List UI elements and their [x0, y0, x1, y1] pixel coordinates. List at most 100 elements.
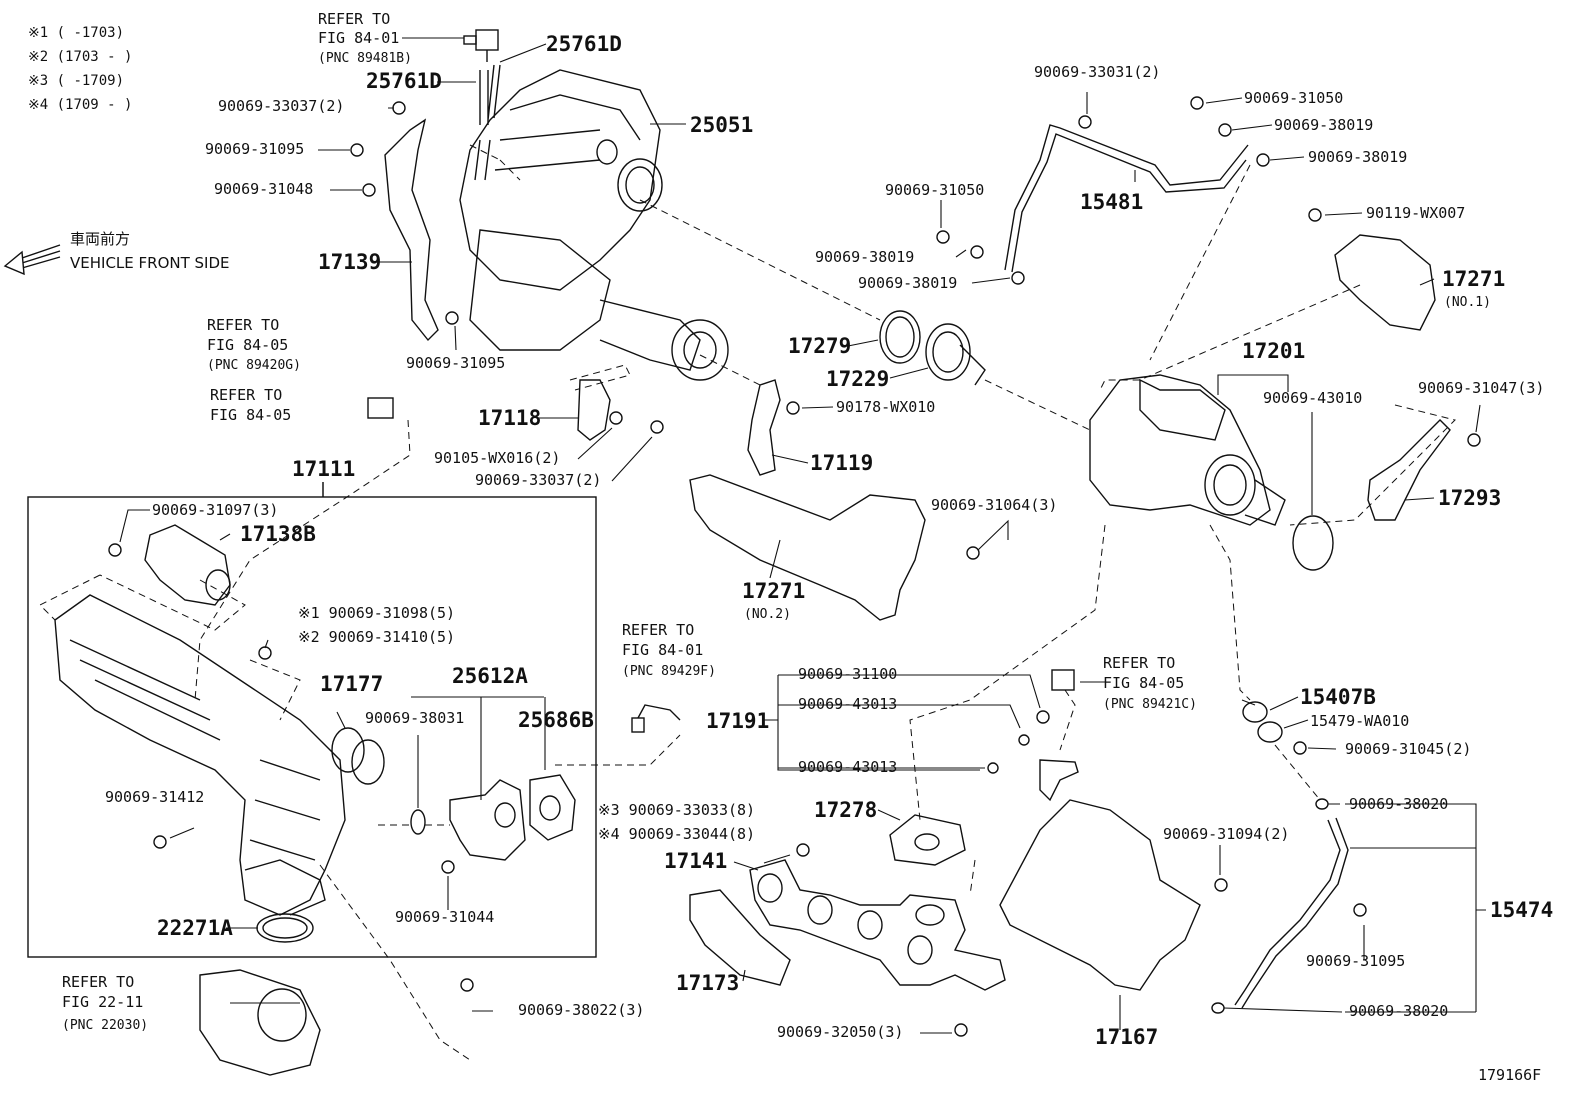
part-label-17177[interactable]: 17177 — [320, 672, 384, 696]
bolt-label-38019-c[interactable]: 90069-38019 — [815, 248, 915, 266]
part-label-17138B[interactable]: 17138B — [240, 522, 316, 546]
bolt-label-31064[interactable]: 90069-31064(3) — [931, 496, 1058, 514]
ref-84-05-b-line2[interactable]: FIG 84-05 — [210, 406, 292, 424]
hose-25761D — [479, 64, 501, 125]
bolt-label-38022[interactable]: 90069-38022(3) — [518, 1001, 645, 1019]
part-label-25761D-b[interactable]: 25761D — [366, 69, 442, 93]
part-label-17173[interactable]: 17173 — [676, 971, 740, 995]
ref-84-01-b-pnc[interactable]: (PNC 89429F) — [622, 664, 716, 679]
ref-84-01-b-line2[interactable]: FIG 84-01 — [622, 641, 704, 659]
heat-shield-17271-no2 — [689, 474, 926, 621]
bolt-label-43013-b[interactable]: 90069-43013 — [798, 758, 898, 776]
part-label-17293[interactable]: 17293 — [1438, 486, 1502, 510]
bolt-label-WX007[interactable]: 90119-WX007 — [1366, 204, 1466, 222]
bolt-label-31050-b[interactable]: 90069-31050 — [885, 181, 985, 199]
ref-84-01-b-line1[interactable]: REFER TO — [622, 621, 695, 639]
bolt-label-32050[interactable]: 90069-32050(3) — [777, 1023, 904, 1041]
bolt-label-38020-a[interactable]: 90069-38020 — [1349, 795, 1449, 813]
o-ring-43010 — [1292, 515, 1334, 571]
bolt-label-31098[interactable]: ※1 90069-31098(5) — [298, 604, 456, 622]
part-label-15407B[interactable]: 15407B — [1300, 685, 1376, 709]
bolt-label-31410[interactable]: ※2 90069-31410(5) — [298, 628, 456, 646]
part-label-22271A[interactable]: 22271A — [157, 916, 233, 940]
pipe-15481 — [1004, 124, 1249, 271]
ref-84-01-a-line2[interactable]: FIG 84-01 — [318, 29, 400, 47]
bolt-label-31094[interactable]: 90069-31094(2) — [1163, 825, 1290, 843]
part-label-17167[interactable]: 17167 — [1095, 1025, 1159, 1049]
part-label-25051[interactable]: 25051 — [690, 113, 754, 137]
bolt-label-33037-a[interactable]: 90069-33037(2) — [218, 97, 345, 115]
bolt-label-38031[interactable]: 90069-38031 — [365, 709, 465, 727]
bolt-label-43013-a[interactable]: 90069-43013 — [798, 695, 898, 713]
part-label-25686B[interactable]: 25686B — [518, 708, 594, 732]
ref-84-05-a-pnc[interactable]: (PNC 89420G) — [207, 358, 301, 373]
ref-84-05-c-pnc[interactable]: (PNC 89421C) — [1103, 697, 1197, 712]
ref-84-05-a-line2[interactable]: FIG 84-05 — [207, 336, 289, 354]
catalytic-converter-25051 — [459, 69, 729, 381]
ref-84-01-a-pnc[interactable]: (PNC 89481B) — [318, 51, 412, 66]
bolt-label-31095-a[interactable]: 90069-31095 — [205, 140, 305, 158]
legend-line-2: ※2 (1703 - ) — [28, 49, 133, 65]
throttle-body-22030 — [199, 969, 321, 1076]
legend-line-4: ※4 (1709 - ) — [28, 97, 133, 113]
part-label-17201[interactable]: 17201 — [1242, 339, 1306, 363]
bolt-label-31095-c[interactable]: 90069-31095 — [1306, 952, 1406, 970]
bolt-label-38019-b[interactable]: 90069-38019 — [1308, 148, 1408, 166]
part-label-17119[interactable]: 17119 — [810, 451, 874, 475]
sensor-17191 — [1039, 759, 1079, 802]
part-label-17271-no1[interactable]: 17271 — [1442, 267, 1506, 291]
bolt-label-31100[interactable]: 90069-31100 — [798, 665, 898, 683]
ref-22-11-line1[interactable]: REFER TO — [62, 973, 135, 991]
part-label-17229[interactable]: 17229 — [826, 367, 890, 391]
part-label-15474[interactable]: 15474 — [1490, 898, 1554, 922]
bolt-label-38020-b[interactable]: 90069-38020 — [1349, 1002, 1449, 1020]
bolt-label-43010[interactable]: 90069-43010 — [1263, 389, 1363, 407]
part-label-15481[interactable]: 15481 — [1080, 190, 1144, 214]
part-label-17191[interactable]: 17191 — [706, 709, 770, 733]
bolt-label-33031[interactable]: 90069-33031(2) — [1034, 63, 1161, 81]
bolt-label-31412[interactable]: 90069-31412 — [105, 788, 205, 806]
bolt-label-31097[interactable]: 90069-31097(3) — [152, 501, 279, 519]
gasket-17278 — [889, 814, 966, 866]
bracket-17139 — [384, 118, 439, 342]
intake-manifold-17111 — [54, 594, 346, 916]
part-label-17141[interactable]: 17141 — [664, 849, 728, 873]
part-label-17139[interactable]: 17139 — [318, 250, 382, 274]
ref-84-01-a-line1[interactable]: REFER TO — [318, 10, 391, 28]
bolt-label-31044[interactable]: 90069-31044 — [395, 908, 495, 926]
legend-line-3: ※3 ( -1709) — [28, 73, 125, 89]
bolt-label-38019-a[interactable]: 90069-38019 — [1274, 116, 1374, 134]
housing-17138B — [144, 524, 231, 606]
exhaust-manifold-17141 — [749, 859, 1006, 991]
bolt-label-33044[interactable]: ※4 90069-33044(8) — [598, 825, 756, 843]
part-sublabel-no2: (NO.2) — [744, 607, 791, 622]
part-label-25761D-a[interactable]: 25761D — [546, 32, 622, 56]
bolt-label-31050-a[interactable]: 90069-31050 — [1244, 89, 1344, 107]
clamp-17229 — [925, 323, 971, 381]
bolt-label-31045[interactable]: 90069-31045(2) — [1345, 740, 1472, 758]
part-label-17278[interactable]: 17278 — [814, 798, 878, 822]
part-label-17279[interactable]: 17279 — [788, 334, 852, 358]
part-label-17271-no2[interactable]: 17271 — [742, 579, 806, 603]
ref-22-11-pnc[interactable]: (PNC 22030) — [62, 1018, 149, 1033]
part-label-17118[interactable]: 17118 — [478, 406, 542, 430]
ref-22-11-line2[interactable]: FIG 22-11 — [62, 993, 144, 1011]
bolt-label-31048[interactable]: 90069-31048 — [214, 180, 314, 198]
pipe-15474 — [1234, 819, 1341, 1006]
ref-84-05-c-line2[interactable]: FIG 84-05 — [1103, 674, 1185, 692]
ref-84-05-c-line1[interactable]: REFER TO — [1103, 654, 1176, 672]
bolt-label-WX016[interactable]: 90105-WX016(2) — [434, 449, 561, 467]
bolt-label-31047[interactable]: 90069-31047(3) — [1418, 379, 1545, 397]
bolt-label-38019-d[interactable]: 90069-38019 — [858, 274, 958, 292]
bolt-label-33037-b[interactable]: 90069-33037(2) — [475, 471, 602, 489]
bolt-label-31095-b[interactable]: 90069-31095 — [406, 354, 506, 372]
part-label-25612A[interactable]: 25612A — [452, 664, 528, 688]
part-label-15479[interactable]: 15479-WA010 — [1310, 712, 1410, 730]
ref-84-05-b-line1[interactable]: REFER TO — [210, 386, 283, 404]
bolt-label-WX010[interactable]: 90178-WX010 — [836, 398, 936, 416]
bolt-label-33033[interactable]: ※3 90069-33033(8) — [598, 801, 756, 819]
part-label-17111[interactable]: 17111 — [292, 457, 356, 481]
gasket-17173 — [689, 889, 791, 986]
ref-84-05-a-line1[interactable]: REFER TO — [207, 316, 280, 334]
